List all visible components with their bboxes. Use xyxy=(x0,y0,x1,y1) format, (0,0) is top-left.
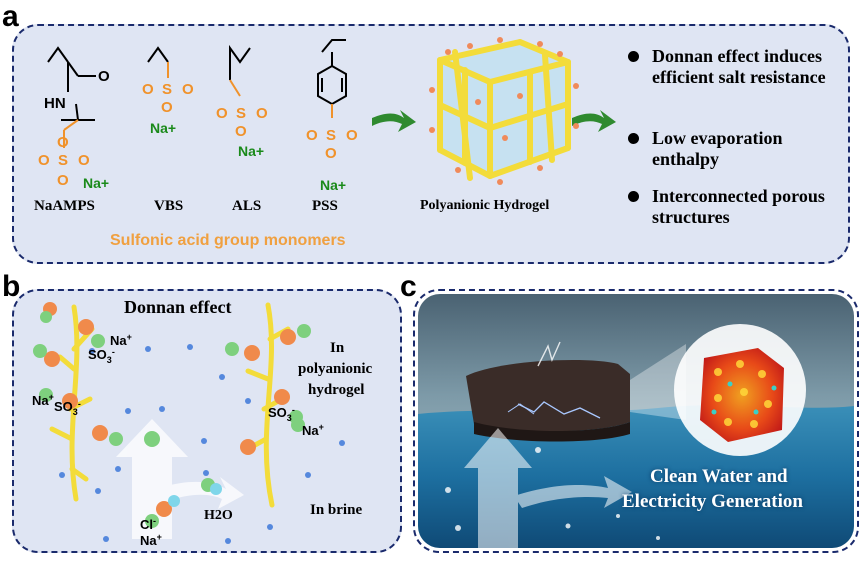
magnifier-icon xyxy=(630,324,806,456)
cl-label: Cl- xyxy=(140,516,156,532)
svg-text:O: O xyxy=(346,127,358,144)
als-na: Na+ xyxy=(238,143,264,159)
pss-sulfonate: S O O O xyxy=(306,127,358,162)
naamps-structure xyxy=(47,46,96,148)
svg-text:O: O xyxy=(57,172,69,189)
arrow-icon-1 xyxy=(372,110,416,132)
bullet-dot xyxy=(628,133,639,144)
brine-label: In brine xyxy=(310,502,363,518)
svg-text:O: O xyxy=(161,99,173,116)
pss-na: Na+ xyxy=(320,177,346,193)
svg-text:O: O xyxy=(57,134,69,151)
panel-a xyxy=(12,24,850,264)
bullet-dot xyxy=(628,51,639,62)
side-label-hydrogel: hydrogel xyxy=(308,382,365,398)
vbs-structure xyxy=(147,46,169,78)
na-label-2: Na+ xyxy=(32,392,54,408)
panel-a-structures: HN O S O O O O Na+ S O O O Na+ S O O O N… xyxy=(38,37,616,193)
naamps-sulfonate: S O O O O xyxy=(38,134,90,189)
naamps-na: Na+ xyxy=(83,175,109,191)
panel-c-letter: c xyxy=(400,270,417,303)
donnan-title: Donnan effect xyxy=(124,297,232,317)
svg-text:S: S xyxy=(58,152,68,169)
evaporator-block-icon xyxy=(466,341,630,442)
na-label-1: Na+ xyxy=(110,332,132,348)
svg-text:O: O xyxy=(325,145,337,162)
naamps-o: O xyxy=(98,68,110,85)
bubbles xyxy=(445,447,660,540)
svg-text:O: O xyxy=(306,127,318,144)
svg-text:S: S xyxy=(236,105,246,122)
als-structure xyxy=(229,44,251,97)
svg-text:O: O xyxy=(235,123,247,140)
bullet-2-text: Low evaporation enthalpy xyxy=(652,128,783,169)
panel-c-caption-line1: Clean Water and xyxy=(650,466,788,487)
hydrogel-cube-icon xyxy=(429,37,579,185)
panel-c-caption-line2: Electricity Generation xyxy=(622,491,803,512)
monomers-caption: Sulfonic acid group monomers xyxy=(110,232,346,249)
svg-text:O: O xyxy=(142,81,154,98)
bullet-dot xyxy=(628,191,639,202)
svg-text:O: O xyxy=(38,152,50,169)
so3-label-3: SO3- xyxy=(268,405,295,423)
water-label: H2O xyxy=(204,508,233,523)
svg-text:O: O xyxy=(78,152,90,169)
so3-label-1: SO3- xyxy=(88,347,115,365)
monomer-label-als: ALS xyxy=(232,198,262,214)
vbs-na: Na+ xyxy=(150,120,176,136)
svg-text:S: S xyxy=(326,127,336,144)
monomer-label-naamps: NaAMPS xyxy=(34,198,95,214)
panel-b-letter: b xyxy=(2,270,21,303)
panel-b-diagram: Na+ SO3- Na+ SO3- SO3- Na+ Cl- Na+ xyxy=(32,302,345,548)
water-molecules xyxy=(59,344,345,544)
svg-text:S: S xyxy=(162,81,172,98)
svg-text:O: O xyxy=(216,105,228,122)
bullet-1-text: Donnan effect induces efficient salt res… xyxy=(652,46,826,87)
naamps-hn: HN xyxy=(44,95,66,112)
monomer-label-pss: PSS xyxy=(312,198,338,214)
upward-arrow-icon xyxy=(464,428,632,548)
hydrogel-label: Polyanionic Hydrogel xyxy=(420,198,550,213)
als-sulfonate: S O O O xyxy=(216,105,268,140)
side-label-polyanionic: polyanionic xyxy=(298,361,373,377)
na-label-3: Na+ xyxy=(302,422,324,438)
svg-text:O: O xyxy=(182,81,194,98)
pss-structure xyxy=(317,39,347,118)
monomer-label-vbs: VBS xyxy=(154,198,184,214)
so3-label-2: SO3- xyxy=(54,399,81,417)
na-label-4: Na+ xyxy=(140,532,162,548)
svg-text:O: O xyxy=(256,105,268,122)
panel-c-scene xyxy=(418,294,854,548)
panel-a-letter: a xyxy=(2,0,19,33)
side-label-in: In xyxy=(330,340,345,356)
arrow-icon-2 xyxy=(572,110,616,132)
ion-spheres xyxy=(33,302,311,528)
vbs-sulfonate: S O O O xyxy=(142,81,194,116)
bullet-3-text: Interconnected porous structures xyxy=(652,186,825,227)
